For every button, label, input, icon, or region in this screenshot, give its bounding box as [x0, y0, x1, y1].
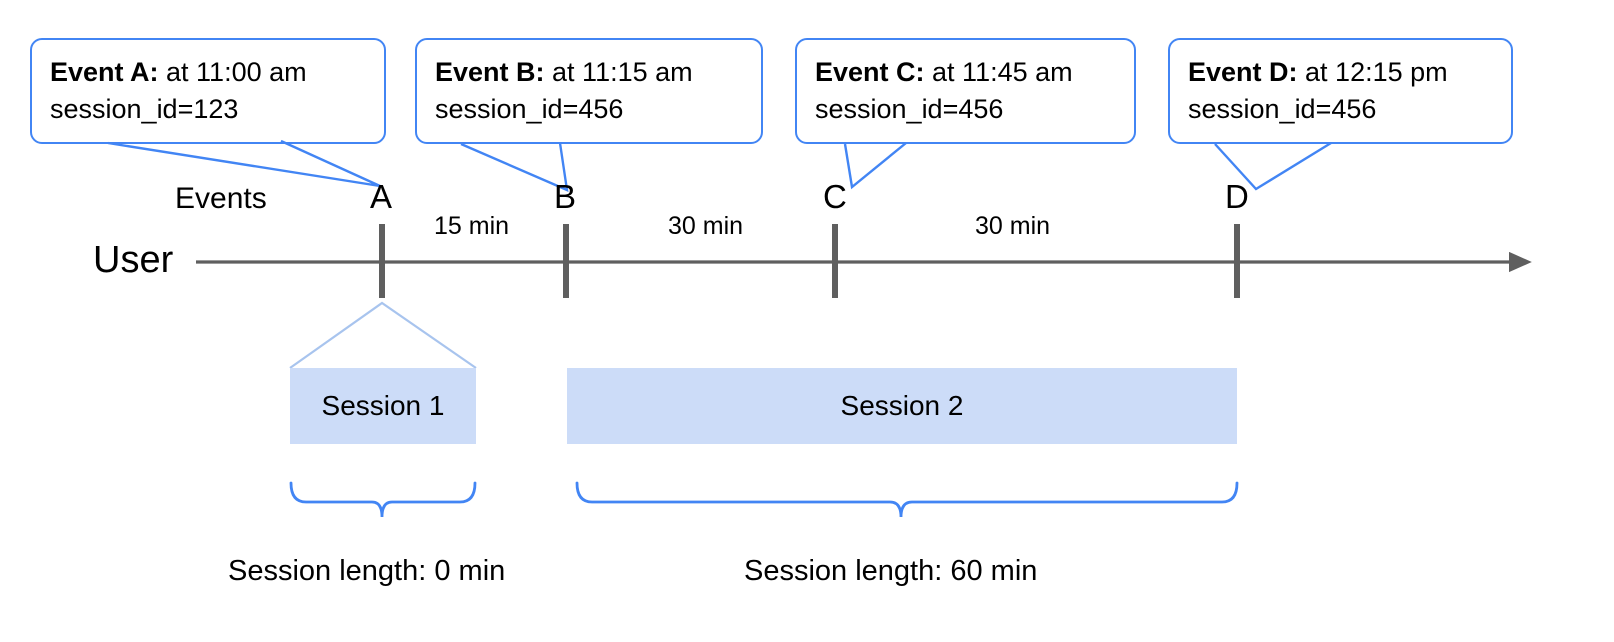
session-2-brace: [575, 481, 1239, 518]
callout-tail-a: [107, 139, 381, 188]
lane-label-user: User: [93, 239, 174, 281]
callout-line-2: session_id=123: [50, 94, 239, 124]
session-bar-label: Session 2: [840, 390, 964, 421]
callout-event-d: Event D: at 12:15 pm session_id=456: [1168, 38, 1513, 144]
gap-label-c-d: 30 min: [975, 212, 1051, 240]
callout-line-1: Event B: at 11:15 am: [435, 54, 745, 91]
callout-time: at 11:45 am: [924, 57, 1073, 87]
callout-line-2: session_id=456: [1188, 94, 1377, 124]
callout-tail-b: [460, 142, 569, 192]
callout-bold-label: Event B:: [435, 57, 545, 87]
callout-time: at 11:00 am: [158, 57, 307, 87]
callout-event-c: Event C: at 11:45 am session_id=456: [795, 38, 1136, 144]
callout-time: at 12:15 pm: [1297, 57, 1448, 87]
gap-label-b-c: 30 min: [668, 212, 744, 240]
callout-line-1: Event A: at 11:00 am: [50, 54, 368, 91]
event-letter-c: C: [823, 178, 847, 215]
session-1-length-label: Session length: 0 min: [228, 555, 506, 587]
callout-tail-d: [1214, 141, 1332, 191]
session-2-length-label: Session length: 60 min: [744, 555, 1038, 587]
session-bar-label: Session 1: [321, 390, 445, 421]
session-bar-2: Session 2: [567, 368, 1237, 444]
callout-line-2: session_id=456: [815, 94, 1004, 124]
callout-event-b: Event B: at 11:15 am session_id=456: [415, 38, 763, 144]
callout-line-1: Event C: at 11:45 am: [815, 54, 1118, 91]
callout-event-a: Event A: at 11:00 am session_id=123: [30, 38, 386, 144]
gap-label-a-b: 15 min: [434, 212, 510, 240]
session-1-connector: [289, 301, 477, 369]
event-letter-b: B: [554, 178, 577, 215]
callout-bold-label: Event C:: [815, 57, 925, 87]
callout-bold-label: Event A:: [50, 57, 159, 87]
event-letter-d: D: [1225, 178, 1249, 215]
event-letter-a: A: [370, 178, 393, 215]
session-1-brace: [289, 481, 477, 518]
lane-label-events: Events: [175, 182, 267, 215]
session-bar-1: Session 1: [290, 368, 476, 444]
callout-bold-label: Event D:: [1188, 57, 1298, 87]
callout-time: at 11:15 am: [544, 57, 693, 87]
callout-tail-c: [843, 142, 907, 190]
callout-line-1: Event D: at 12:15 pm: [1188, 54, 1495, 91]
callout-line-2: session_id=456: [435, 94, 624, 124]
